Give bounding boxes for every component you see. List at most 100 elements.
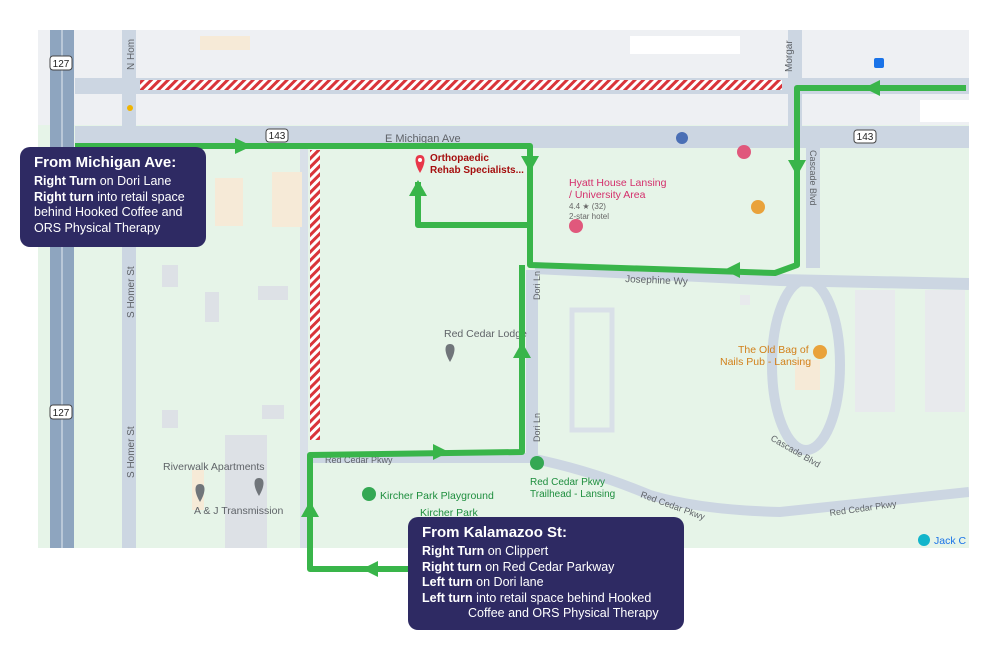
road-cascade-blvd: [806, 148, 820, 268]
trail: [569, 307, 615, 433]
building: [205, 292, 219, 322]
briefcase-icon: [676, 132, 688, 144]
callout-line: Left turn into retail space behind Hooke…: [422, 590, 652, 605]
arrow-down-icon: [521, 156, 539, 172]
building: [162, 410, 178, 428]
hotel-icon: [569, 219, 583, 233]
street-label-s-homer-st: S Homer St: [126, 266, 137, 318]
traffic-signal-icon: [127, 105, 133, 111]
svg-text:Nails Pub - Lansing: Nails Pub - Lansing: [720, 356, 811, 368]
poi-riverwalk[interactable]: Riverwalk Apartments: [163, 461, 265, 496]
svg-text:143: 143: [857, 132, 874, 143]
svg-text:Red Cedar Pkwy: Red Cedar Pkwy: [530, 477, 605, 488]
svg-text:A & J Transmission: A & J Transmission: [194, 505, 283, 517]
svg-text:Kircher Park Playground: Kircher Park Playground: [380, 490, 494, 502]
arrow-right-icon: [433, 444, 449, 460]
svg-text:2-star hotel: 2-star hotel: [569, 212, 609, 221]
building: [795, 360, 820, 390]
poi-aj-transmission[interactable]: A & J Transmission: [194, 484, 283, 517]
building: [272, 172, 302, 227]
poi-orthopaedic[interactable]: Orthopaedic Rehab Specialists...: [415, 153, 525, 176]
callout-line: Right turn on Red Cedar Parkway: [422, 559, 615, 574]
hotel-icon: [737, 145, 751, 159]
hiker-icon: [530, 456, 544, 470]
arrow-up-icon: [409, 180, 427, 196]
building: [920, 100, 969, 122]
street-label-e-michigan-ave: E Michigan Ave: [385, 133, 461, 145]
street-label-s-homer-st-2: S Homer St: [126, 426, 137, 478]
callout-line: Left turn on Dori lane: [422, 575, 544, 589]
street-label-dori-ln: Dori Ln: [532, 271, 542, 300]
restaurant-icon: [751, 200, 765, 214]
arrow-up-icon: [513, 342, 531, 358]
svg-text:Red Cedar Lodge: Red Cedar Lodge: [444, 328, 527, 340]
svg-text:4.4 ★ (32): 4.4 ★ (32): [569, 202, 606, 211]
arrow-left-icon: [864, 80, 880, 96]
route-arrows: [235, 80, 880, 577]
arrow-down-icon: [788, 160, 806, 176]
callout-line: Right turn into retail space: [34, 189, 185, 204]
road-west-side: [300, 148, 308, 548]
callout-title: From Kalamazoo St:: [422, 524, 568, 541]
svg-text:Rehab Specialists...: Rehab Specialists...: [430, 165, 524, 176]
street-label-cascade-blvd: Cascade Blvd: [808, 150, 818, 206]
svg-text:Riverwalk Apartments: Riverwalk Apartments: [163, 461, 265, 473]
building: [262, 405, 284, 419]
callout-line: ORS Physical Therapy: [34, 220, 161, 235]
callout-kalamazoo: From Kalamazoo St: Right Turn on Clipper…: [408, 517, 684, 630]
building: [740, 295, 750, 305]
route-from-michigan: [75, 85, 966, 276]
road-e-michigan-ave: [75, 126, 969, 148]
building: [855, 290, 895, 412]
street-label-red-cedar-pkwy: Red Cedar Pkwy: [325, 455, 393, 465]
poi-icon: [918, 534, 930, 546]
arrow-right-icon: [235, 138, 252, 154]
callout-title: From Michigan Ave:: [34, 154, 177, 171]
callout-line: behind Hooked Coffee and: [34, 205, 183, 219]
svg-text:Kircher Park: Kircher Park: [420, 507, 479, 519]
svg-text:127: 127: [53, 408, 70, 419]
map-pin-icon: [195, 484, 205, 502]
svg-text:Jack C: Jack C: [934, 535, 967, 547]
svg-text:Orthopaedic: Orthopaedic: [430, 153, 489, 164]
poi-old-bag-of-nails[interactable]: The Old Bag of Nails Pub - Lansing: [720, 344, 827, 368]
building: [162, 265, 178, 287]
route-from-kalamazoo: [307, 265, 525, 572]
svg-text:/ University Area: / University Area: [569, 189, 646, 201]
svg-text:127: 127: [53, 59, 70, 70]
us127-badge: 127: [49, 55, 73, 71]
building: [200, 36, 250, 50]
poi-trailhead[interactable]: Red Cedar Pkwy Trailhead - Lansing: [530, 456, 615, 500]
callout-line: Right Turn on Clippert: [422, 544, 549, 558]
road-red-cedar-pkwy: [308, 453, 969, 518]
svg-text:Trailhead - Lansing: Trailhead - Lansing: [530, 489, 615, 500]
mi143-badge-east: 143: [853, 129, 877, 144]
restaurant-icon: [813, 345, 827, 359]
building: [215, 178, 243, 226]
building: [258, 286, 288, 300]
callout-michigan: From Michigan Ave: Right Turn on Dori La…: [20, 147, 206, 247]
poi-red-cedar-lodge[interactable]: Red Cedar Lodge: [444, 328, 527, 362]
arrow-left-icon: [724, 262, 740, 278]
svg-text:Hyatt House Lansing: Hyatt House Lansing: [569, 177, 667, 189]
road-cascade-loop: [767, 275, 845, 455]
callout-line: Right Turn on Dori Lane: [34, 174, 172, 188]
map-pin-icon: [415, 155, 425, 173]
poi-jack[interactable]: Jack C: [918, 534, 967, 547]
closure-west-road: [310, 150, 320, 440]
callout-line: Coffee and ORS Physical Therapy: [468, 606, 659, 620]
street-label-dori-ln-south: Dori Ln: [532, 413, 542, 442]
street-label-josephine-wy: Josephine Wy: [625, 274, 688, 288]
svg-text:143: 143: [269, 131, 286, 142]
closure-grand-river: [140, 80, 782, 90]
tree-icon: [362, 487, 376, 501]
street-label-morgan: Morgar: [784, 40, 795, 72]
poi-hyatt[interactable]: Hyatt House Lansing / University Area 4.…: [569, 177, 667, 233]
street-label-n-homer: N Hom: [126, 39, 137, 70]
arrow-left-icon: [362, 561, 378, 577]
map-pin-icon: [254, 478, 264, 496]
us127-badge-south: 127: [49, 404, 73, 420]
poi-kircher-playground[interactable]: Kircher Park Playground Kircher Park: [362, 487, 494, 519]
road-dori-ln: [526, 270, 538, 460]
